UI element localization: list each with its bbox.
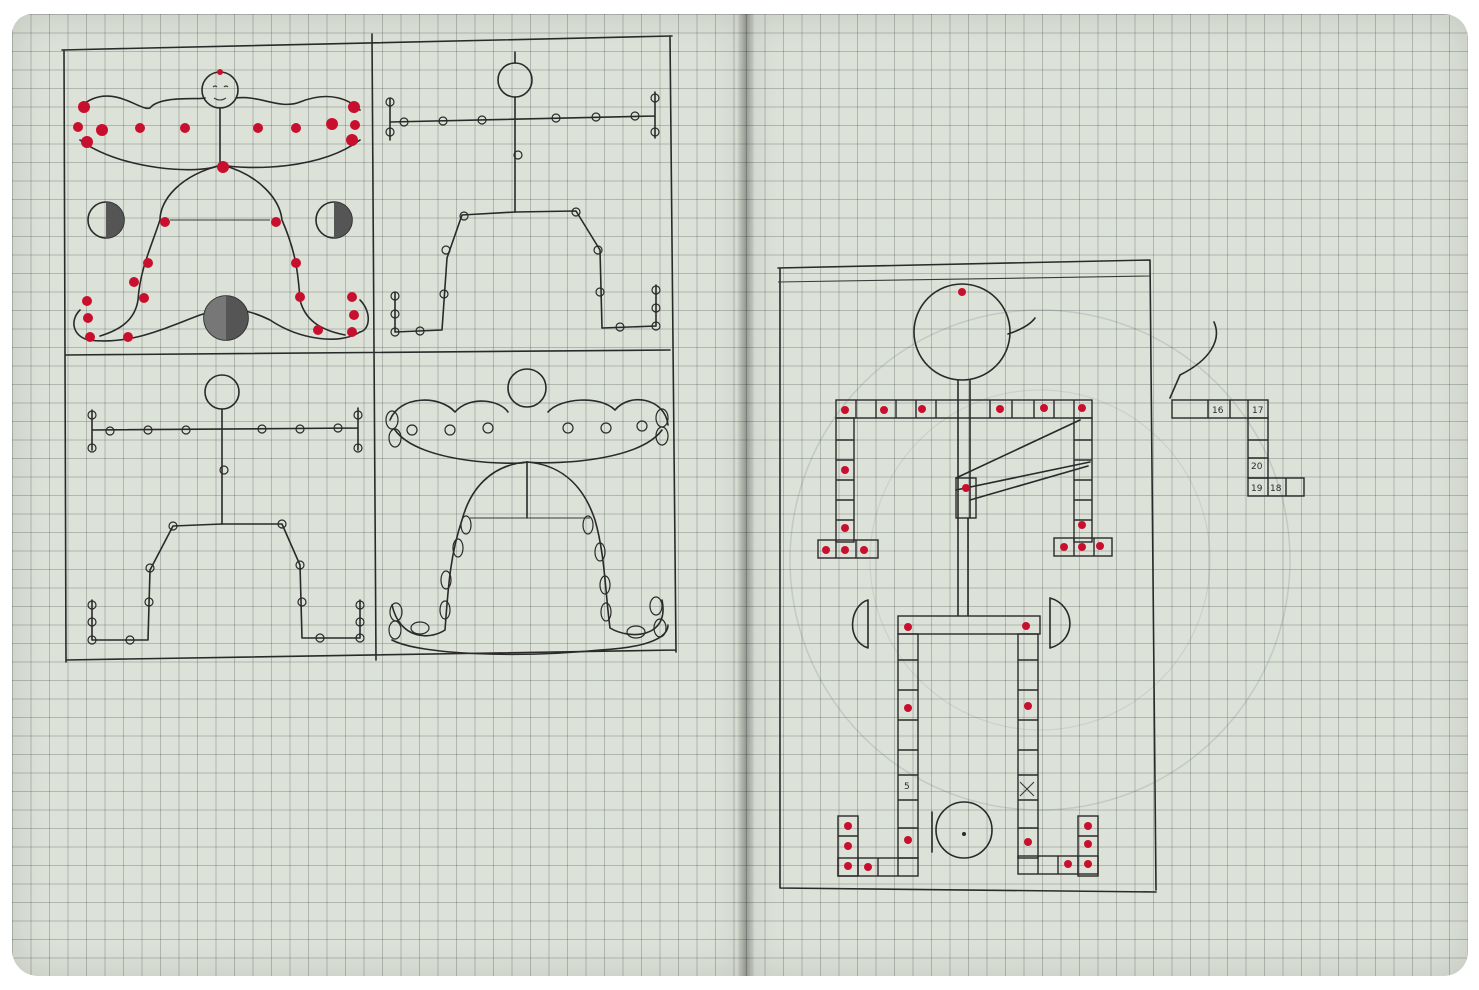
cell-number-5: 5: [904, 782, 910, 792]
right-page-frame: [778, 260, 1156, 892]
cell-number-17: 17: [1252, 406, 1263, 416]
cell-number-18: 18: [1270, 484, 1282, 494]
panel-4-arched-figure: [386, 369, 668, 654]
panel-2-stick-figure: [386, 52, 660, 336]
cell-number-16: 16: [1212, 406, 1224, 416]
small-cell-detail: 16 17 20 19 18: [1170, 322, 1304, 496]
panel-3-stick-figure: [88, 375, 364, 644]
cell-number-20: 20: [1251, 462, 1263, 472]
panel-1-figure-red: [73, 69, 368, 342]
right-page-faint-circle: [790, 310, 1290, 810]
cell-figure: 5: [818, 284, 1112, 876]
cell-number-19: 19: [1251, 484, 1263, 494]
